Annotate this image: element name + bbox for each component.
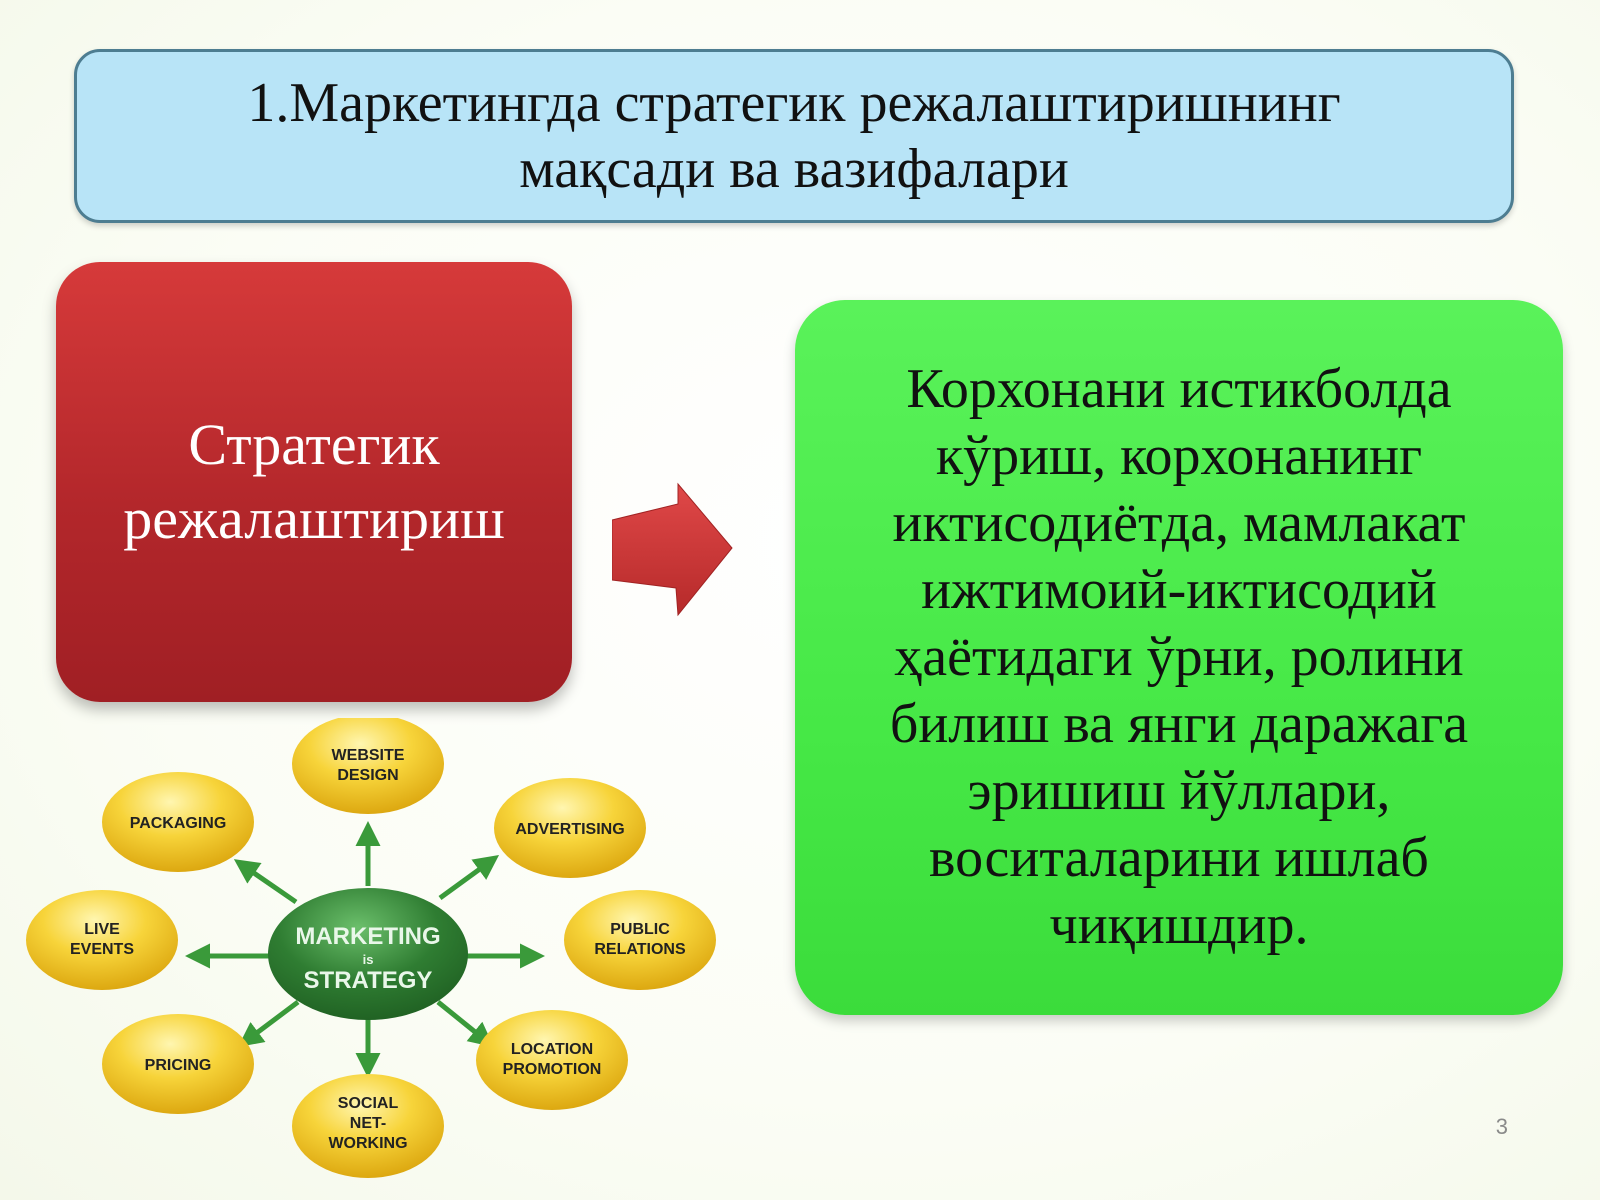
bubble-label: ADVERTISING	[515, 821, 624, 838]
bubble-label: NET-	[350, 1115, 386, 1132]
bubble-label: LOCATION	[511, 1041, 593, 1058]
bubble-label: DESIGN	[337, 767, 398, 784]
bubble-advertising: ADVERTISING	[494, 778, 646, 878]
bubble-website-design: WEBSITE DESIGN	[292, 718, 444, 814]
bubble-label: EVENTS	[70, 941, 134, 958]
title-line-2: мақсади ва вазифалари	[519, 138, 1069, 200]
red-box-line-2: режалаштириш	[123, 486, 505, 551]
bubble-live-events: LIVE EVENTS	[26, 890, 178, 990]
bubble-pricing: PRICING	[102, 1014, 254, 1114]
hub-line-2: is	[363, 952, 374, 967]
diagram-arrows	[185, 821, 545, 1078]
bubble-label: PUBLIC	[610, 921, 670, 938]
bubble-label: RELATIONS	[594, 941, 686, 958]
right-arrow-icon	[612, 482, 733, 617]
bubble-label: WEBSITE	[332, 747, 405, 764]
slide-number: 3	[1495, 1114, 1508, 1139]
strategic-planning-box: Стратегик режалаштириш	[56, 262, 572, 702]
bubble-label: PACKAGING	[130, 815, 227, 832]
bubble-label: WORKING	[328, 1135, 407, 1152]
bubble-location-promotion: LOCATION PROMOTION	[476, 1010, 628, 1110]
slide-title: 1.Маркетингда стратегик режалаштиришнинг…	[247, 70, 1340, 202]
bubble-label: PROMOTION	[503, 1061, 602, 1078]
hub-line-1: MARKETING	[295, 923, 440, 950]
marketing-strategy-hub: MARKETING is STRATEGY	[268, 888, 468, 1020]
bubble-label: PRICING	[145, 1057, 212, 1074]
red-box-line-1: Стратегик	[188, 412, 440, 477]
title-line-1: 1.Маркетингда стратегик режалаштиришнинг	[247, 72, 1341, 134]
bubble-label: SOCIAL	[338, 1095, 399, 1112]
bubble-label: LIVE	[84, 921, 120, 938]
definition-box: Корхонани истикболда кўриш, корхонанинг …	[795, 300, 1563, 1015]
hub-line-3: STRATEGY	[304, 967, 433, 994]
bubble-packaging: PACKAGING	[102, 772, 254, 872]
definition-text: Корхонани истикболда кўриш, корхонанинг …	[889, 358, 1469, 956]
bubble-social-networking: SOCIAL NET- WORKING	[292, 1074, 444, 1178]
marketing-strategy-diagram: MARKETING is STRATEGY WEBSITE DESIGN ADV…	[26, 718, 716, 1178]
title-box: 1.Маркетингда стратегик режалаштиришнинг…	[74, 49, 1514, 223]
bubble-public-relations: PUBLIC RELATIONS	[564, 890, 716, 990]
